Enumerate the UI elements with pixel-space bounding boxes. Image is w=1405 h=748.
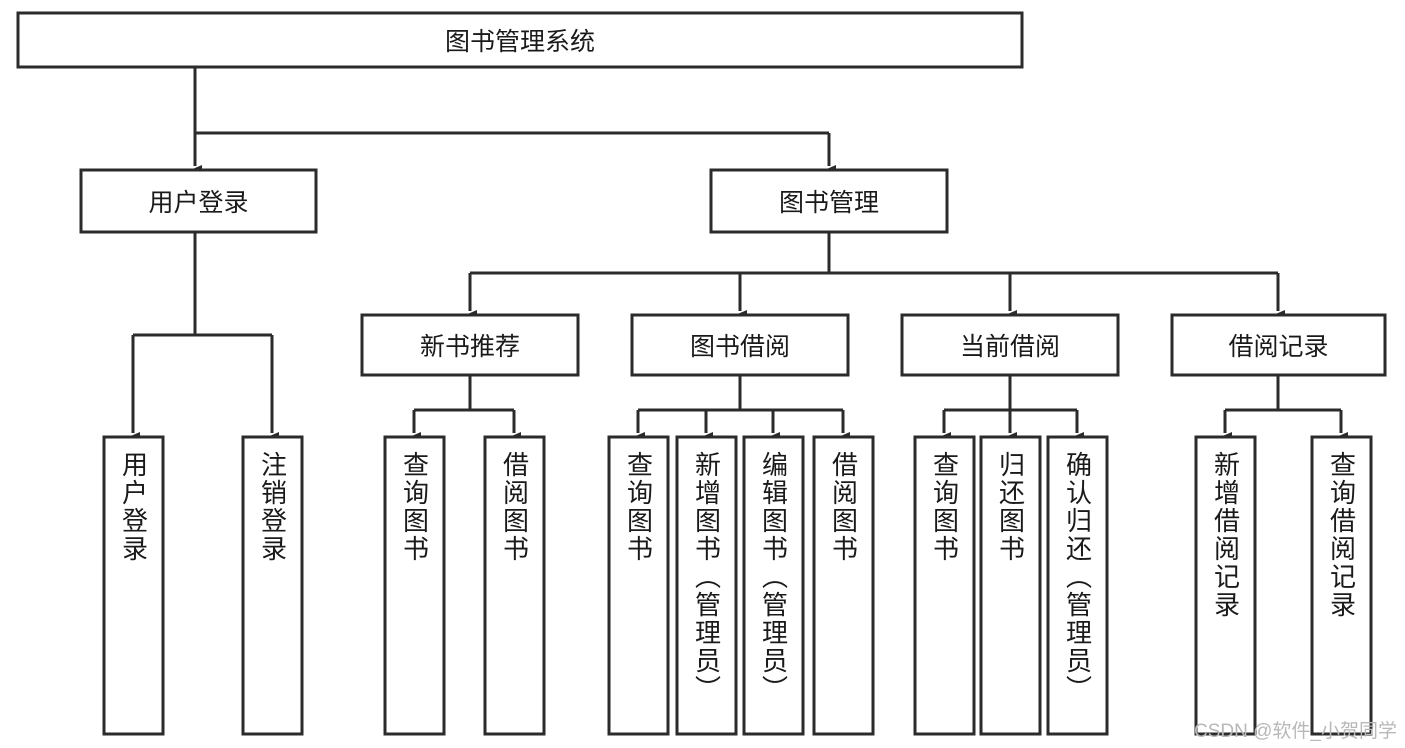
node-box-leaf-query-book-borrow[interactable] bbox=[607, 435, 670, 736]
node-box-user-login[interactable] bbox=[79, 168, 318, 234]
node-box-layer bbox=[16, 11, 1387, 736]
node-box-leaf-query-book-current[interactable] bbox=[913, 435, 976, 736]
node-box-leaf-query-borrow-record[interactable] bbox=[1310, 435, 1373, 736]
node-box-new-book-recommend[interactable] bbox=[360, 313, 580, 377]
node-box-leaf-borrow-book-borrow[interactable] bbox=[812, 435, 875, 736]
node-box-leaf-borrow-book-recommend[interactable] bbox=[483, 435, 546, 736]
node-box-book-management[interactable] bbox=[709, 168, 949, 234]
node-box-root[interactable] bbox=[16, 11, 1024, 69]
node-box-leaf-query-book-recommend[interactable] bbox=[383, 435, 446, 736]
node-box-leaf-user-login[interactable] bbox=[102, 435, 165, 736]
node-box-leaf-confirm-return-admin[interactable] bbox=[1046, 435, 1109, 736]
node-box-book-borrow[interactable] bbox=[630, 313, 850, 377]
node-box-leaf-add-book-admin[interactable] bbox=[675, 435, 738, 736]
node-box-leaf-add-borrow-record[interactable] bbox=[1194, 435, 1257, 736]
connector-layer bbox=[126, 67, 1348, 444]
node-box-leaf-return-book[interactable] bbox=[979, 435, 1042, 736]
node-box-leaf-logout-login[interactable] bbox=[241, 435, 304, 736]
node-box-leaf-edit-book-admin[interactable] bbox=[742, 435, 805, 736]
node-box-borrow-record[interactable] bbox=[1170, 313, 1387, 377]
node-box-current-borrow[interactable] bbox=[900, 313, 1120, 377]
